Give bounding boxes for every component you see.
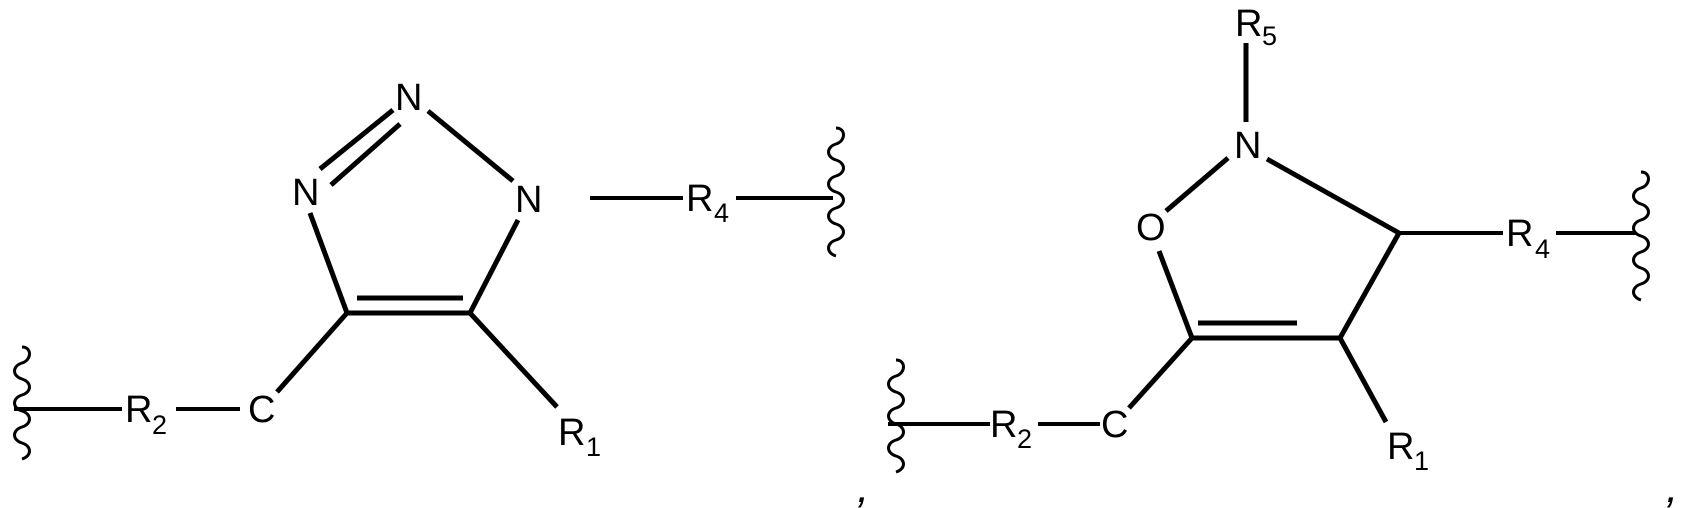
- nn-double-outer: [318, 108, 395, 171]
- r2-subscript: 2: [152, 410, 167, 440]
- wavy-attachment-right-2: [1632, 170, 1650, 302]
- bond-c4-nleft: [307, 212, 350, 314]
- wavy-attachment-right-1: [827, 126, 845, 258]
- n-top-label: N: [395, 77, 422, 119]
- n-right-label: N: [515, 179, 542, 221]
- triazole-structure: R 2 C N N N R 4 R 1: [13, 77, 845, 462]
- r4-label: R: [686, 178, 713, 220]
- r4-subscript-2: 4: [1535, 234, 1550, 264]
- r4-subscript: 4: [714, 198, 729, 228]
- wavy-attachment-left-1: [13, 345, 31, 461]
- r1-subscript-2: 1: [1414, 446, 1429, 476]
- r1-label-2: R: [1387, 426, 1414, 468]
- n-left-label: N: [292, 172, 319, 214]
- wavy-attachment-left-2: [887, 358, 905, 474]
- carbon-label: C: [248, 389, 275, 431]
- bond-ntop-nright: [426, 109, 515, 183]
- r2-subscript-2: 2: [1017, 424, 1032, 454]
- r1-label: R: [558, 412, 585, 454]
- bond-c3-c4: [1337, 231, 1402, 340]
- r2-label: R: [125, 389, 152, 431]
- isoxazoline-structure: R 2 C O N R 5 R 4 R 1: [887, 3, 1650, 476]
- bond-c-ring: [275, 311, 349, 394]
- n-label: N: [1234, 125, 1261, 167]
- bond-c-ring-2: [1127, 336, 1194, 410]
- nn-double-inner: [329, 122, 402, 187]
- r4-label-2: R: [1506, 213, 1533, 255]
- r5-label: R: [1235, 3, 1262, 45]
- bond-c5-o: [1156, 250, 1195, 339]
- o-label: O: [1136, 207, 1166, 249]
- r1-subscript: 1: [586, 432, 601, 462]
- bond-nright-c5: [467, 218, 521, 315]
- bond-c5-r1: [468, 311, 559, 409]
- separator-comma-2: ,: [1666, 463, 1678, 508]
- bond-o-n: [1164, 156, 1230, 213]
- separator-comma-1: ,: [857, 463, 869, 508]
- bond-n-c3: [1265, 156, 1401, 236]
- bond-c4-r1: [1337, 336, 1389, 424]
- r2-label-2: R: [990, 404, 1017, 446]
- carbon-label-2: C: [1101, 404, 1128, 446]
- r5-subscript: 5: [1262, 21, 1277, 51]
